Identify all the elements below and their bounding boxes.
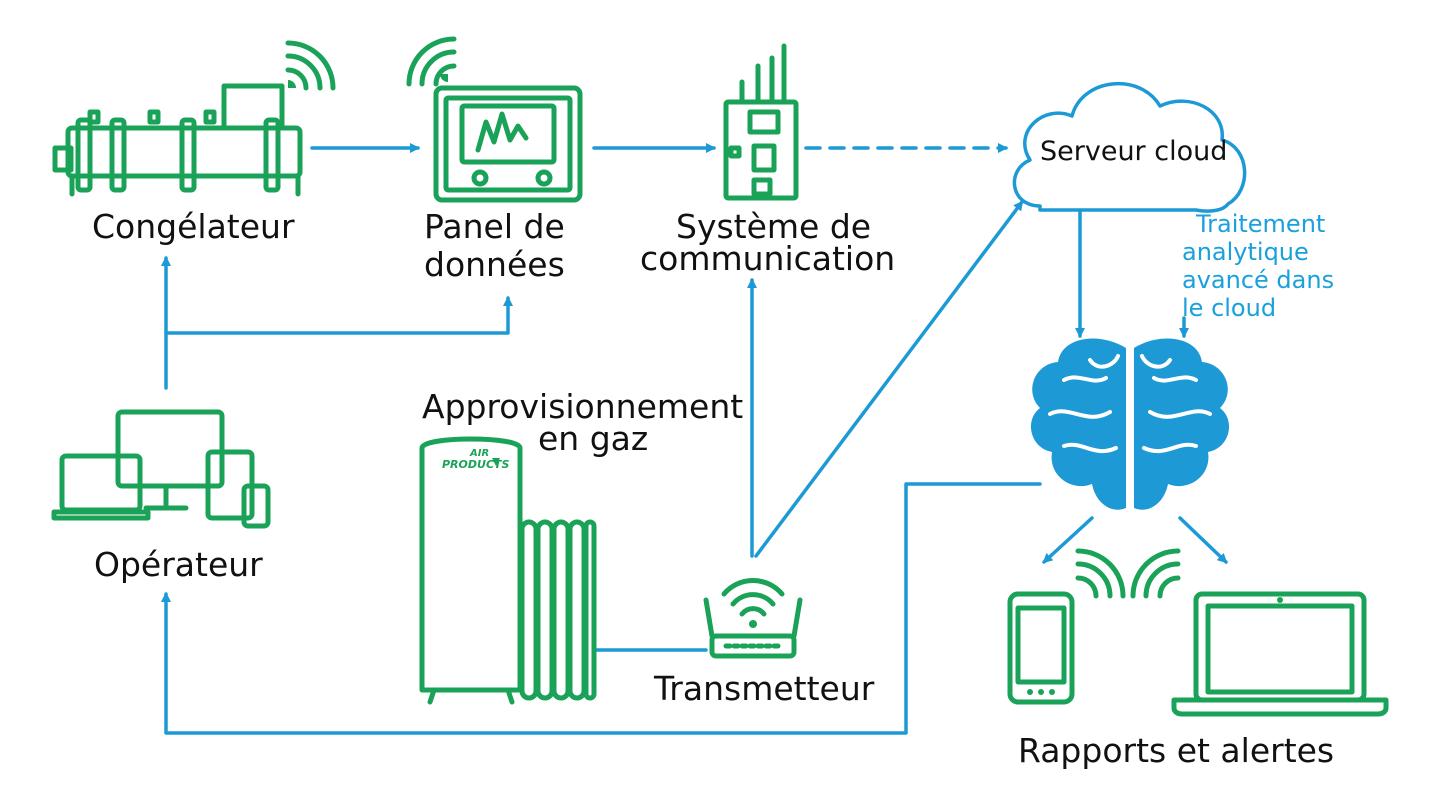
laptop-icon — [1171, 591, 1389, 717]
analytics-label-line2: analytique — [1182, 238, 1309, 266]
data-panel-label-line1: Panel de — [424, 207, 565, 246]
brain-to-phone-arrow — [1042, 516, 1094, 564]
router-icon — [703, 578, 803, 659]
freezer-icon — [52, 83, 303, 197]
comm-system-label-line2: communication — [640, 239, 895, 278]
operator-label: Opérateur — [94, 545, 263, 584]
brain-to-operator-arrow — [161, 482, 1042, 735]
brain-to-laptop-arrow — [1178, 516, 1228, 564]
data-panel-label-line2: données — [424, 245, 565, 284]
cloud-icon — [1012, 82, 1247, 213]
data-panel-icon — [433, 85, 583, 203]
laptop-wifi-signal-icon — [1130, 548, 1181, 599]
cloud-label: Serveur cloud — [1040, 136, 1227, 167]
smartphone-icon — [1007, 591, 1075, 705]
freezer-wifi-signal-icon — [285, 40, 336, 91]
gas-supply-label-line1: Approvisionnement — [422, 387, 743, 426]
air-products-logo-line1: AIR — [469, 448, 489, 459]
brain-icon — [1030, 338, 1230, 510]
panel-wifi-signal-icon — [406, 36, 457, 87]
operator-to-panel-arrow — [164, 296, 513, 335]
transmitter-label: Transmetteur — [653, 669, 875, 708]
reports-label: Rapports et alertes — [1018, 731, 1334, 770]
operator-devices-icon — [51, 409, 271, 529]
phone-wifi-signal-icon — [1075, 548, 1126, 599]
comm-system-label-line1: Système de — [676, 207, 871, 246]
air-products-logo-line2: PRODUCTS — [442, 458, 510, 471]
analytics-label-line1: Traitement — [1195, 210, 1325, 238]
gas-supply-label-line2: en gaz — [538, 419, 648, 458]
analytics-label-line3: avancé dans — [1182, 266, 1334, 294]
connectors — [161, 143, 1228, 735]
communication-system-icon — [723, 43, 799, 201]
analytics-label-line4: le cloud — [1182, 294, 1276, 322]
freezer-label: Congélateur — [92, 207, 295, 246]
transmitter-to-cloud-arrow — [754, 200, 1024, 558]
gas-tank-icon: AIR PRODUCTS — [419, 436, 597, 705]
